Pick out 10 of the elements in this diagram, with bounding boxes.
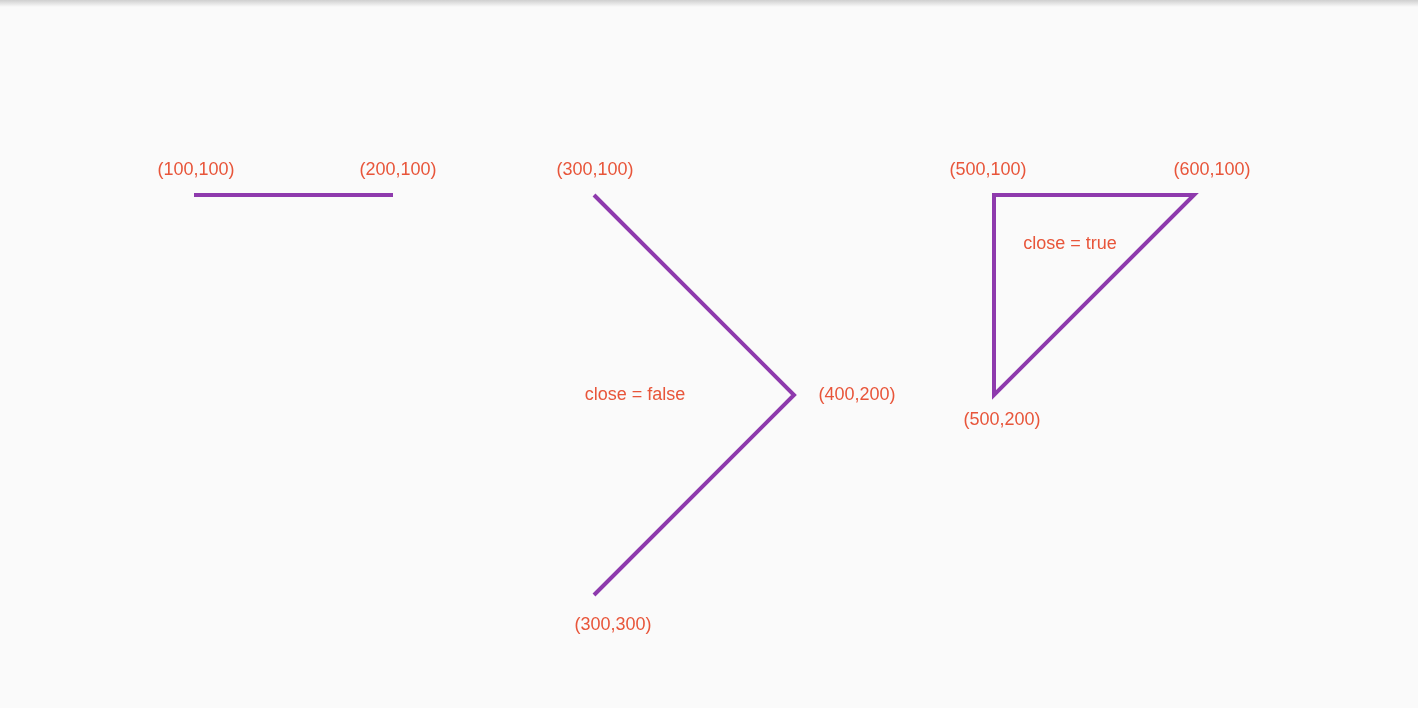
coordinate-label: (400,200) [818, 383, 896, 405]
coordinate-label: (500,200) [963, 408, 1041, 430]
coordinate-label: (300,100) [556, 158, 634, 180]
coordinate-label: (600,100) [1173, 158, 1251, 180]
annotation-text: close = true [1023, 232, 1117, 254]
coordinate-label: (200,100) [359, 158, 437, 180]
coordinate-label: (300,300) [574, 613, 652, 635]
coordinate-label: (500,100) [949, 158, 1027, 180]
coordinate-label: (100,100) [157, 158, 235, 180]
annotation-text: close = false [584, 383, 686, 405]
